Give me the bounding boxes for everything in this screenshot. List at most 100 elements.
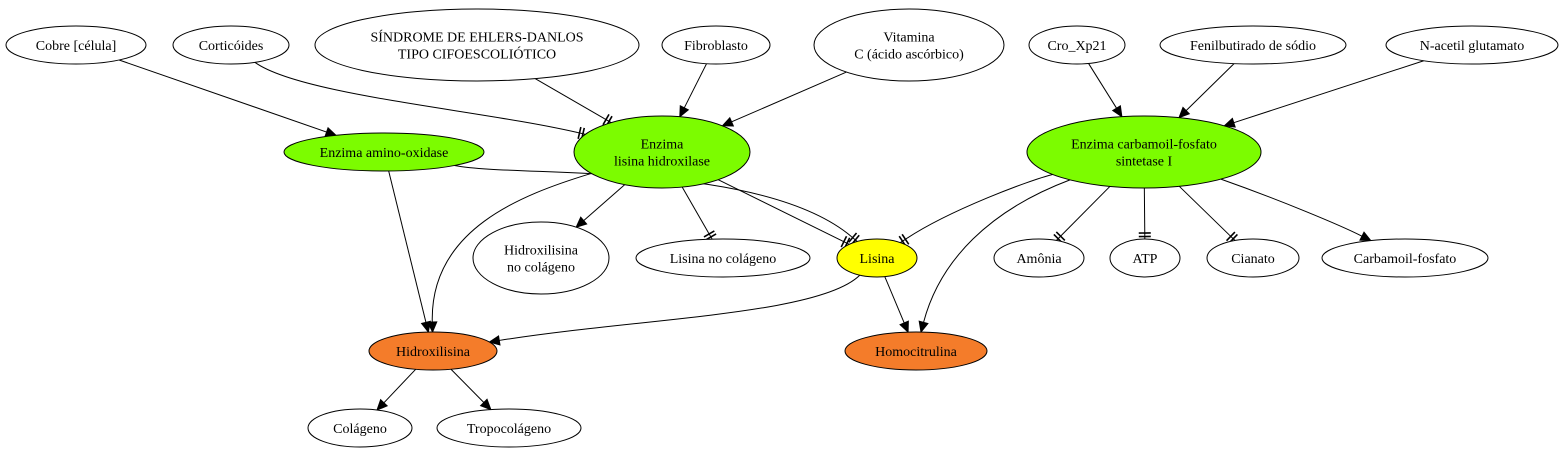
edge-fenilbutirado-to-carbamoil_sintetase: [1178, 63, 1235, 119]
edge-line: [254, 61, 578, 134]
edge-line: [534, 78, 605, 120]
node-ellipse: [1109, 238, 1181, 278]
node-label: Enzima carbamoil-fosfato: [1071, 138, 1217, 153]
node-label: Hidroxilisina: [504, 244, 579, 259]
node-ellipse: [436, 408, 582, 448]
edge-sindrome-to-lisina_hidroxilase: [534, 78, 613, 127]
node-label: Cro_Xp21: [1047, 39, 1106, 54]
node-ellipse: [314, 8, 640, 82]
node-label: C (ácido ascórbico): [854, 48, 964, 63]
node-atp: ATP: [1109, 238, 1181, 278]
node-ellipse: [283, 132, 485, 172]
node-label: no colágeno: [507, 261, 575, 276]
node-colageno: Colágeno: [307, 408, 413, 448]
node-label: Cianato: [1231, 252, 1275, 267]
edge-cro-to-carbamoil_sintetase: [1088, 63, 1123, 118]
edge-amino_oxidase-to-hidroxilisina: [388, 170, 431, 334]
node-nacetil: N-acetil glutamato: [1385, 25, 1559, 65]
node-carbamoil-fosfato: Carbamoil-fosfato: [1321, 238, 1489, 278]
edge-lisina_hidroxilase-to-lisina_colageno: [681, 186, 717, 241]
node-label: sintetase I: [1116, 155, 1173, 170]
edge-line: [499, 274, 861, 341]
node-ellipse: [1159, 25, 1347, 65]
node-label: Tropocolágeno: [467, 422, 551, 437]
edge-lisina_hidroxilase-to-hidroxilisina: [426, 172, 592, 334]
node-label: Vitamina: [883, 31, 935, 46]
edge-line: [450, 368, 485, 403]
edge-lisina-to-homocitrulina: [884, 276, 909, 334]
node-ellipse: [172, 25, 290, 65]
edge-line: [1178, 185, 1230, 236]
inhibition-bar: [901, 233, 910, 245]
edge-line: [1233, 60, 1424, 124]
edge-line: [388, 170, 427, 323]
edge-carbamoil_sintetase-to-atp: [1138, 187, 1151, 240]
inhibition-bar: [577, 126, 582, 139]
arrow-head: [575, 216, 588, 228]
edge-carbamoil_sintetase-to-lisina: [898, 173, 1053, 247]
edge-line: [717, 179, 843, 242]
edge-line: [431, 172, 592, 323]
node-cobre: Cobre [célula]: [5, 25, 147, 65]
edge-line: [1185, 63, 1235, 111]
node-label: lisina hidroxilase: [614, 155, 710, 170]
node-label: Lisina no colágeno: [670, 252, 777, 267]
edge-nacetil-to-carbamoil_sintetase: [1223, 60, 1424, 128]
edge-line: [1088, 63, 1117, 109]
arrow-head: [426, 321, 438, 334]
node-label: Homocitrulina: [875, 345, 957, 360]
node-amino-oxidase: Enzima amino-oxidase: [283, 132, 485, 172]
edge-vitamina-to-lisina_hidroxilase: [721, 71, 847, 127]
inhibition-bar: [703, 230, 715, 238]
edge-line: [906, 173, 1053, 239]
node-ellipse: [844, 331, 988, 371]
node-ellipse: [1321, 238, 1489, 278]
node-lisina-colageno: Lisina no colágeno: [635, 238, 811, 278]
edge-carbamoil_sintetase-to-cianato: [1178, 185, 1238, 244]
node-ellipse: [1385, 25, 1559, 65]
node-label: Corticóides: [199, 39, 264, 54]
nodes-layer: Cobre [célula] Corticóides SÍNDROME DE EHL…: [5, 8, 1559, 448]
edge-line: [1061, 186, 1111, 236]
arrow-head: [918, 320, 929, 334]
edge-line: [118, 59, 327, 133]
arrow-head: [899, 320, 909, 334]
node-ellipse: [1028, 25, 1126, 65]
edge-line: [683, 63, 708, 109]
arrow-head: [1178, 106, 1191, 119]
arrow-head: [488, 335, 501, 346]
node-label: Amônia: [1016, 252, 1062, 267]
node-hidroxilisina-colageno: Hidroxilisina no colágeno: [472, 221, 610, 295]
edge-carbamoil_sintetase-to-homocitrulina: [918, 179, 1071, 334]
node-amonia: Amônia: [993, 238, 1085, 278]
node-label: SÍNDROME DE EHLERS-DANLOS: [370, 29, 583, 46]
edge-line: [731, 71, 847, 123]
arrow-head: [679, 104, 690, 118]
node-ellipse: [635, 238, 811, 278]
inhibition-bar: [848, 232, 858, 243]
node-ellipse: [813, 8, 1005, 82]
inhibition-bar: [1225, 231, 1236, 242]
edge-line: [383, 368, 417, 404]
inhibition-bar: [840, 235, 848, 248]
node-carbamoil-sintetase: Enzima carbamoil-fosfato sintetase I: [1026, 115, 1262, 189]
node-ellipse: [993, 238, 1085, 278]
node-ellipse: [472, 221, 610, 295]
node-lisina: Lisina: [836, 238, 918, 278]
node-label: N-acetil glutamato: [1420, 39, 1525, 54]
edges-layer: [118, 59, 1424, 411]
node-ellipse: [836, 238, 918, 278]
arrow-head: [1359, 231, 1372, 242]
node-label: TIPO CIFOESCOLIÓTICO: [398, 46, 556, 63]
node-ellipse: [1026, 115, 1262, 189]
edge-cobre-to-amino_oxidase: [118, 59, 338, 137]
node-cro: Cro_Xp21: [1028, 25, 1126, 65]
edge-hidroxilisina-to-tropocolageno: [450, 368, 492, 411]
node-ellipse: [1206, 238, 1300, 278]
edge-lisina_hidroxilase-to-hidroxilisina_colageno: [575, 184, 626, 228]
inhibition-bar: [1055, 231, 1066, 241]
node-ellipse: [368, 331, 498, 371]
node-hidroxilisina: Hidroxilisina: [368, 331, 498, 371]
edge-line: [884, 276, 905, 324]
